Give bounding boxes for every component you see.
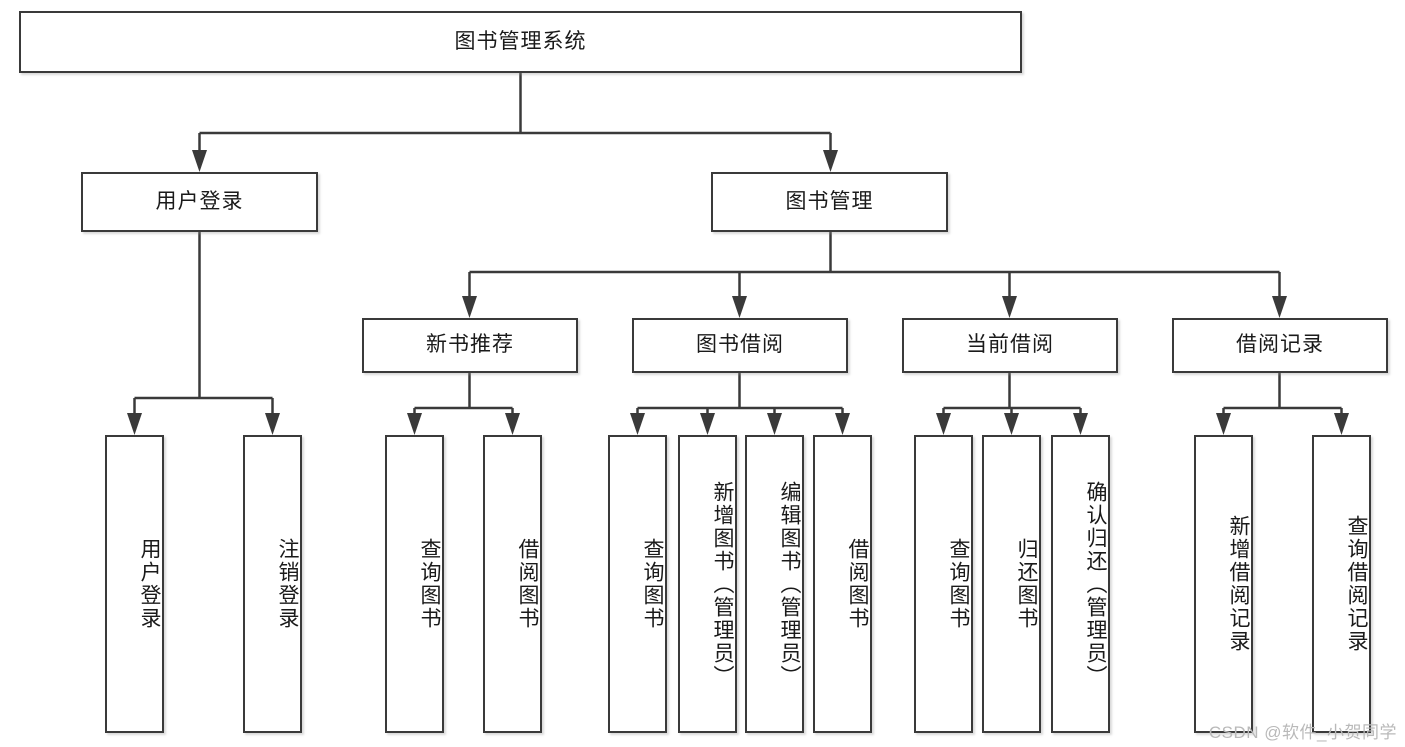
- arrowhead-current-borrow: [1002, 296, 1017, 318]
- node-label: 归还图书: [1015, 538, 1038, 630]
- arrowhead-new-book: [462, 296, 477, 318]
- node-label: 当前借阅: [966, 333, 1054, 357]
- arrowhead-bb-leaf-3: [767, 413, 782, 435]
- arrowhead-user-login: [192, 150, 207, 172]
- arrowhead-cb-leaf-2: [1004, 413, 1019, 435]
- node-label: 查询图书: [418, 538, 441, 630]
- node-borrow-record[interactable]: 借阅记录: [1172, 318, 1388, 373]
- node-label: 用户登录: [155, 189, 244, 213]
- node-label: 确认归还（管理员）: [1084, 480, 1107, 688]
- node-label: 新书推荐: [426, 333, 514, 357]
- node-label: 注销登录: [276, 538, 299, 630]
- node-label: 查询图书: [641, 538, 664, 630]
- leaf-query-borrow-record[interactable]: 查询借阅记录: [1312, 435, 1371, 733]
- node-label: 新增图书（管理员）: [711, 480, 734, 688]
- leaf-edit-book-admin[interactable]: 编辑图书（管理员）: [745, 435, 804, 733]
- arrowhead-book-mgmt: [823, 150, 838, 172]
- node-book-management[interactable]: 图书管理: [711, 172, 948, 232]
- arrowhead-bb-leaf-2: [700, 413, 715, 435]
- node-label: 借阅记录: [1236, 333, 1324, 357]
- arrowhead-bb-leaf-4: [835, 413, 850, 435]
- node-label: 新增借阅记录: [1227, 515, 1250, 653]
- node-root-book-management-system[interactable]: 图书管理系统: [19, 11, 1022, 73]
- arrowhead-leaf-logout: [265, 413, 280, 435]
- watermark: CSDN @软件_小贺同学: [1208, 723, 1397, 742]
- node-current-borrow[interactable]: 当前借阅: [902, 318, 1118, 373]
- node-new-book-recommend[interactable]: 新书推荐: [362, 318, 578, 373]
- leaf-logout[interactable]: 注销登录: [243, 435, 302, 733]
- leaf-return-book[interactable]: 归还图书: [982, 435, 1041, 733]
- leaf-add-borrow-record[interactable]: 新增借阅记录: [1194, 435, 1253, 733]
- leaf-query-book-current[interactable]: 查询图书: [914, 435, 973, 733]
- node-book-borrow[interactable]: 图书借阅: [632, 318, 848, 373]
- leaf-borrow-book[interactable]: 借阅图书: [813, 435, 872, 733]
- node-label: 用户登录: [138, 538, 161, 630]
- leaf-add-book-admin[interactable]: 新增图书（管理员）: [678, 435, 737, 733]
- leaf-confirm-return-admin[interactable]: 确认归还（管理员）: [1051, 435, 1110, 733]
- arrowhead-nb-leaf-2: [505, 413, 520, 435]
- leaf-user-login[interactable]: 用户登录: [105, 435, 164, 733]
- arrowhead-bb-leaf-1: [630, 413, 645, 435]
- node-label: 编辑图书（管理员）: [778, 480, 801, 688]
- node-label: 图书管理: [785, 189, 874, 213]
- arrowhead-cb-leaf-1: [936, 413, 951, 435]
- arrowhead-book-borrow: [732, 296, 747, 318]
- leaf-query-book-borrow[interactable]: 查询图书: [608, 435, 667, 733]
- node-label: 查询图书: [947, 538, 970, 630]
- node-label: 借阅图书: [516, 538, 539, 630]
- arrowhead-br-leaf-2: [1334, 413, 1349, 435]
- node-label: 图书借阅: [696, 333, 784, 357]
- node-label: 查询借阅记录: [1345, 515, 1368, 653]
- arrowhead-leaf-user-login: [127, 413, 142, 435]
- node-label: 借阅图书: [846, 538, 869, 630]
- leaf-borrow-book-new-recommend[interactable]: 借阅图书: [483, 435, 542, 733]
- node-label: 图书管理系统: [454, 29, 587, 53]
- arrowhead-cb-leaf-3: [1073, 413, 1088, 435]
- node-user-login[interactable]: 用户登录: [81, 172, 318, 232]
- leaf-query-book-new-recommend[interactable]: 查询图书: [385, 435, 444, 733]
- arrowhead-borrow-record: [1272, 296, 1287, 318]
- arrowhead-br-leaf-1: [1216, 413, 1231, 435]
- arrowhead-nb-leaf-1: [407, 413, 422, 435]
